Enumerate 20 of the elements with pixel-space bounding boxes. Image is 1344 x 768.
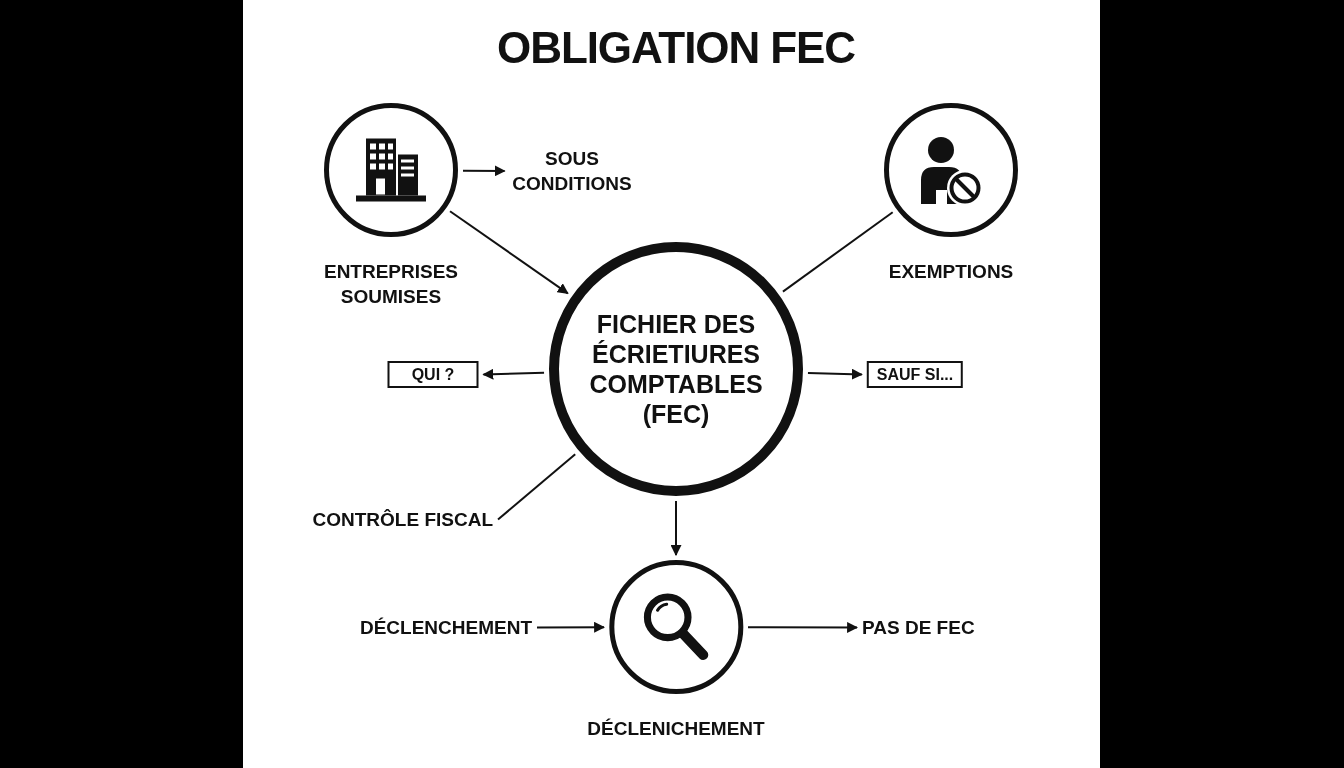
arrow [747,621,859,633]
connector-line [497,453,577,521]
framed-label: QUI ? [387,361,479,388]
connector-line [781,211,894,293]
text-label: DÉCLENCHEMENT [359,615,532,640]
text-label: PAS DE FEC [862,615,975,640]
arrow [806,368,863,380]
arrow [482,368,546,380]
text-label: CONTRÔLE FISCAL [312,507,493,532]
text-label: SOUS CONDITIONS [509,146,635,196]
node-label: ENTREPRISES SOUMISES [322,260,460,309]
arrow [536,621,606,633]
diagram-title: OBLIGATION FEC [497,22,855,74]
arrow [670,500,682,557]
node-label: EXEMPTIONS [888,260,1014,284]
arrow [462,165,506,177]
framed-label: SAUF SI... [866,361,964,388]
node-label: FICHIER DES ÉCRIETIURES COMPTABLES (FEC) [588,309,764,429]
arrow [449,210,569,295]
node-label: DÉCLENICHEMENT [587,717,765,741]
